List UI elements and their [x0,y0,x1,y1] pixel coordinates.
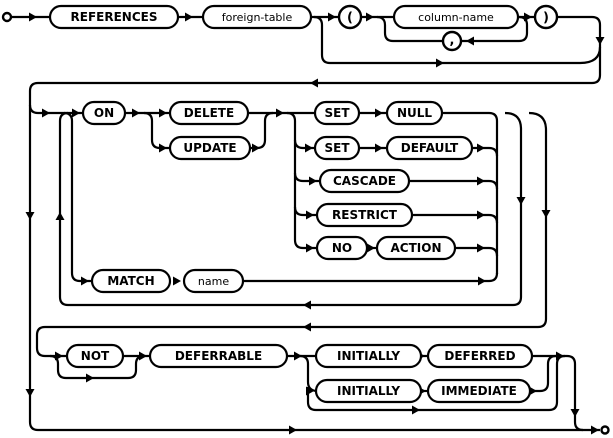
node-no: NO [315,235,369,261]
node-delete: DELETE [168,100,250,126]
node-default-label: DEFAULT [401,141,459,155]
node-foreign-table: foreign-table [201,4,313,30]
node-delete-label: DELETE [184,106,234,120]
node-name: name [182,268,245,294]
start-terminal-icon [1,11,13,23]
node-set-default-set: SET [313,135,361,161]
node-on-label: ON [94,106,114,120]
arrowheads [25,12,605,435]
node-column-name: column-name [392,4,520,30]
node-initially-deferred-label: INITIALLY [337,349,400,363]
node-not: NOT [65,343,125,369]
node-restrict: RESTRICT [315,202,414,228]
node-action-label: ACTION [391,241,442,255]
node-cascade-label: CASCADE [333,174,396,188]
node-open-paren-label: ( [347,11,353,26]
node-not-label: NOT [81,349,110,363]
node-immediate: IMMEDIATE [426,378,532,404]
node-match: MATCH [90,268,172,294]
node-set-null-set: SET [313,100,361,126]
node-references: REFERENCES [48,4,180,30]
node-update: UPDATE [168,135,252,161]
node-default: DEFAULT [385,135,474,161]
node-null-label: NULL [397,106,432,120]
node-comma-label: , [450,33,455,48]
node-match-label: MATCH [107,274,154,288]
node-no-label: NO [332,241,352,255]
node-restrict-label: RESTRICT [332,208,398,222]
node-close-paren: ) [533,4,559,30]
node-deferrable-label: DEFERRABLE [175,349,262,363]
node-on: ON [81,100,127,126]
node-initially-deferred: INITIALLY [314,343,423,369]
node-cascade: CASCADE [318,168,411,194]
node-name-label: name [198,275,229,288]
node-deferred: DEFERRED [426,343,534,369]
node-close-paren-label: ) [543,11,549,26]
node-initially-immediate: INITIALLY [314,378,423,404]
node-initially-immediate-label: INITIALLY [337,384,400,398]
node-null: NULL [385,100,444,126]
node-references-label: REFERENCES [71,10,158,24]
node-deferrable: DEFERRABLE [148,343,289,369]
end-terminal-icon [600,425,610,435]
node-open-paren: ( [337,4,363,30]
node-set-null-set-label: SET [324,106,350,120]
node-deferred-label: DEFERRED [444,349,515,363]
node-action: ACTION [375,235,457,261]
node-set-default-set-label: SET [324,141,350,155]
node-comma: , [441,30,463,52]
node-immediate-label: IMMEDIATE [441,384,517,398]
node-foreign-table-label: foreign-table [222,11,293,24]
node-column-name-label: column-name [418,11,494,24]
node-update-label: UPDATE [183,141,236,155]
